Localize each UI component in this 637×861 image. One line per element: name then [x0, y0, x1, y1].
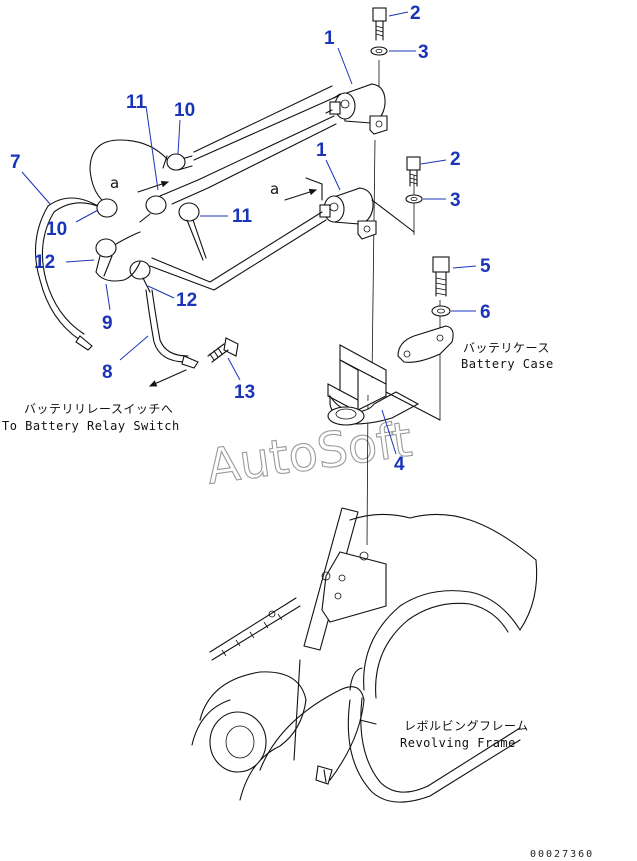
upper-battery-relay [325, 83, 388, 135]
washer-3-lower [405, 194, 423, 204]
callout-2-lower: 2 [450, 149, 461, 170]
lower-battery-relay [319, 187, 415, 240]
callout-7: 7 [10, 152, 21, 173]
battery-case-label: バッテリケース Battery Case [461, 341, 554, 371]
callout-5: 5 [480, 256, 491, 277]
callout-numbers: 2 3 1 11 10 7 1 2 3 10 11 12 5 6 9 12 8 … [10, 3, 491, 475]
cable-9 [95, 261, 141, 282]
battery-case-tab [397, 325, 454, 363]
watermark-text: AutoSoft [203, 412, 415, 496]
relay-switch-label-jp: バッテリリレースイッチへ [24, 402, 173, 416]
drawing-number: 00027360 [530, 849, 594, 860]
cable-8 [145, 289, 199, 387]
bolt-13 [207, 337, 239, 363]
callout-leaders [21, 11, 477, 455]
callout-3-upper: 3 [418, 42, 429, 63]
callout-13: 13 [234, 382, 255, 403]
callout-12-right: 12 [176, 290, 197, 311]
callout-10-upper: 10 [174, 100, 195, 121]
washer-6 [431, 305, 451, 317]
callout-9: 9 [102, 313, 113, 334]
callout-11-upper: 11 [126, 92, 147, 113]
callout-1-upper: 1 [324, 28, 335, 49]
bracket-4 [327, 344, 441, 426]
callout-11-lower: 11 [232, 206, 253, 227]
callout-12-left: 12 [34, 252, 55, 273]
washer-3-upper [370, 46, 388, 56]
cable-7 [35, 139, 169, 351]
callout-10-lower: 10 [46, 219, 67, 240]
revolving-frame [191, 507, 538, 803]
callout-8: 8 [102, 362, 113, 383]
relay-switch-label-en: To Battery Relay Switch [2, 419, 180, 433]
battery-case-label-en: Battery Case [461, 357, 554, 371]
callout-2-upper: 2 [410, 3, 421, 24]
callout-3-lower: 3 [450, 190, 461, 211]
revolving-frame-label-jp: レボルビングフレーム [404, 719, 529, 733]
bolt-2-upper [372, 7, 387, 41]
revolving-frame-label: レボルビングフレーム Revolving Frame [400, 719, 529, 750]
view-mark-a-right: a [270, 180, 279, 198]
terminal-caps [95, 153, 207, 293]
relay-switch-label: バッテリリレースイッチへ To Battery Relay Switch [2, 402, 180, 433]
cable-routes [137, 85, 339, 291]
view-mark-a-left: a [110, 174, 119, 192]
callout-4: 4 [394, 454, 405, 475]
bolt-5 [432, 256, 450, 297]
callout-6: 6 [480, 302, 491, 323]
revolving-frame-label-en: Revolving Frame [400, 736, 516, 750]
bolt-2-lower [406, 156, 421, 187]
callout-1-lower: 1 [316, 140, 327, 161]
battery-case-label-jp: バッテリケース [463, 341, 550, 355]
